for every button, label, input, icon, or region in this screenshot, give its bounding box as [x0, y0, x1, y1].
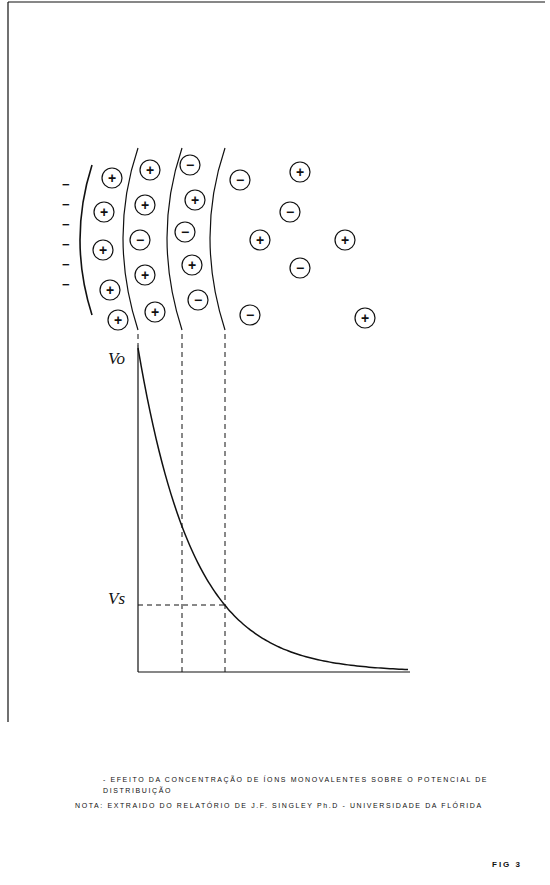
ion-circle-shape [94, 202, 114, 222]
ion-circle-shape [175, 222, 195, 242]
charge-sign: + [141, 198, 149, 212]
ion-circle-shape [188, 290, 208, 310]
x-axis [138, 671, 410, 672]
ion-circle-shape [290, 258, 310, 278]
surface-charge: − [62, 218, 70, 231]
frame-line [8, 1, 545, 2]
ion-circle: + [334, 229, 356, 251]
ion-circle-shape [108, 310, 128, 330]
charge-sign: − [194, 293, 202, 307]
figure-number: FIG 3 [492, 861, 522, 869]
charge-sign: + [99, 243, 107, 257]
ion-circle-shape [230, 170, 250, 190]
ion-circle: + [139, 159, 161, 181]
layer-boundary [210, 148, 225, 330]
ion-circle: + [249, 229, 271, 251]
charge-sign: + [188, 258, 196, 272]
ion-circle-shape [93, 240, 113, 260]
ion-circle-shape [250, 230, 270, 250]
charge-sign: + [361, 311, 369, 325]
ion-circle: + [134, 194, 156, 216]
charge-sign: + [256, 233, 264, 247]
ion-circle-shape [280, 202, 300, 222]
ion-circle: + [101, 167, 123, 189]
ion-circle: − [179, 154, 201, 176]
charge-sign: + [141, 268, 149, 282]
ion-circle: + [354, 307, 376, 329]
ion-circle: − [174, 221, 196, 243]
ion-circle: + [134, 264, 156, 286]
charge-sign: − [236, 173, 244, 187]
ion-circle-shape [335, 230, 355, 250]
ion-circle-shape [130, 230, 150, 250]
ion-circle-shape [135, 265, 155, 285]
axis-value: Vo [108, 350, 125, 367]
ion-circle-shape [185, 190, 205, 210]
charge-sign: + [100, 205, 108, 219]
ion-circle: − [239, 304, 261, 326]
charge-sign: + [151, 305, 159, 319]
charge-sign: − [286, 205, 294, 219]
charge-sign: − [246, 308, 254, 322]
note-text: NOTA: EXTRAIDO DO RELATÓRIO DE J.F. SING… [75, 800, 540, 811]
surface-charge: − [62, 258, 70, 271]
ion-circle: + [184, 189, 206, 211]
ion-circle: + [99, 279, 121, 301]
charge-sign: + [146, 163, 154, 177]
ion-circle: − [187, 289, 209, 311]
charge-sign: + [191, 193, 199, 207]
charge-sign: − [181, 225, 189, 239]
charge-sign: − [186, 158, 194, 172]
figure-caption: - EFEITO DA CONCENTRAÇÃO DE ÍONS MONOVAL… [103, 774, 540, 796]
potential-curve [138, 348, 408, 670]
ion-circle-shape [355, 308, 375, 328]
surface-charge: − [62, 198, 70, 211]
ion-circle: + [144, 301, 166, 323]
ion-circle-shape [180, 155, 200, 175]
axis-value: Vs [108, 590, 125, 607]
ion-circle: − [229, 169, 251, 191]
potential-level-line [138, 605, 225, 606]
ion-circle: − [279, 201, 301, 223]
ion-circle: + [93, 201, 115, 223]
frame-line [7, 2, 8, 722]
surface-charge: − [62, 178, 70, 191]
charge-sign: + [114, 313, 122, 327]
ion-circle: − [289, 257, 311, 279]
ion-circle-shape [145, 302, 165, 322]
y-axis [137, 345, 138, 672]
ion-circle-shape [102, 168, 122, 188]
particle-surface [80, 165, 92, 315]
ion-circle: − [129, 229, 151, 251]
charge-sign: + [341, 233, 349, 247]
projection-line [225, 334, 226, 672]
ion-circle-shape [140, 160, 160, 180]
ion-circle-shape [100, 280, 120, 300]
ion-circle-shape [182, 255, 202, 275]
charge-sign: + [106, 283, 114, 297]
charge-sign: − [296, 261, 304, 275]
ion-circle: + [289, 161, 311, 183]
ion-circle: + [107, 309, 129, 331]
surface-charge: − [62, 278, 70, 291]
projection-line [182, 334, 183, 672]
surface-charge: − [62, 238, 70, 251]
ion-circle-shape [290, 162, 310, 182]
ion-circle: + [92, 239, 114, 261]
charge-sign: − [136, 233, 144, 247]
ion-circle-shape [135, 195, 155, 215]
ion-circle-shape [240, 305, 260, 325]
charge-sign: + [296, 165, 304, 179]
charge-sign: + [108, 171, 116, 185]
ion-circle: + [181, 254, 203, 276]
projection-line [138, 334, 139, 345]
